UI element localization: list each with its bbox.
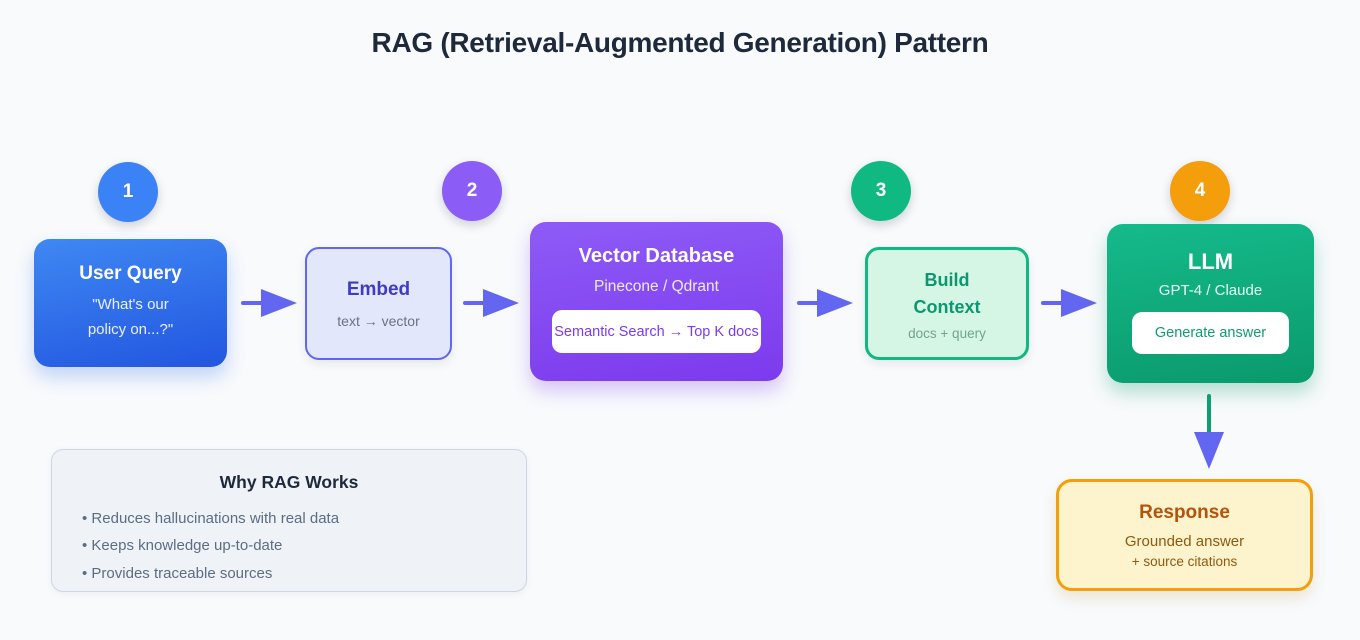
- bullet-item: Keeps knowledge up-to-date: [82, 532, 496, 559]
- step-badge-2: 2: [442, 161, 502, 221]
- arrow-head: [483, 289, 519, 317]
- step-number: 4: [1194, 180, 1206, 201]
- bullet-item: Reduces hallucinations with real data: [82, 505, 496, 532]
- node-build-context: Build Context docs + query: [865, 247, 1029, 360]
- step-badge-4: 4: [1170, 161, 1230, 221]
- node-title: Embed: [346, 278, 411, 300]
- node-subtitle: GPT-4 / Claude: [1158, 282, 1263, 299]
- node-response: Response Grounded answer + source citati…: [1056, 479, 1313, 591]
- step-badge-1: 1: [98, 162, 158, 222]
- node-llm: LLM GPT-4 / Claude Generate answer: [1107, 224, 1314, 383]
- node-subtitle: Pinecone / Qdrant: [594, 278, 719, 295]
- arrow-head: [1194, 432, 1224, 469]
- arrow-tail: [463, 301, 485, 305]
- page-title: RAG (Retrieval-Augmented Generation) Pat…: [371, 27, 989, 58]
- arrow-tail: [797, 301, 819, 305]
- node-vector-database: Vector Database Pinecone / Qdrant Semant…: [530, 222, 783, 381]
- node-title: User Query: [79, 263, 182, 285]
- arrow-head: [1061, 289, 1097, 317]
- arrow-tail: [241, 301, 263, 305]
- node-subtitle-line1: "What's our: [92, 296, 169, 314]
- arrow-right-icon: [463, 289, 519, 317]
- arrow-right-icon: [797, 289, 853, 317]
- node-subtitle-line2: + source citations: [1131, 553, 1238, 569]
- arrow-tail: [1041, 301, 1063, 305]
- node-subtitle: text → vector: [337, 312, 420, 329]
- arrow-tail: [1207, 394, 1211, 436]
- semantic-search-pill: Semantic Search → Top K docs: [552, 310, 761, 353]
- node-title: Response: [1139, 501, 1230, 523]
- step-number: 2: [466, 180, 478, 201]
- node-title-line1: Build: [924, 269, 970, 290]
- node-embed: Embed text → vector: [305, 247, 452, 360]
- step-number: 3: [875, 180, 887, 201]
- node-title: Vector Database: [578, 245, 735, 267]
- info-panel-why-rag-works: Why RAG Works Reduces hallucinations wit…: [51, 449, 527, 592]
- step-badge-3: 3: [851, 161, 911, 221]
- arrow-right-icon: [241, 289, 297, 317]
- node-subtitle-line2: policy on...?": [87, 321, 174, 338]
- arrow-head: [261, 289, 297, 317]
- node-title: LLM: [1187, 249, 1234, 274]
- info-panel-bullet-list: Reduces hallucinations with real data Ke…: [82, 505, 496, 587]
- bullet-item: Provides traceable sources: [82, 560, 496, 587]
- generate-answer-pill: Generate answer: [1132, 312, 1289, 354]
- arrow-head: [817, 289, 853, 317]
- node-subtitle-line1: Grounded answer: [1124, 532, 1245, 550]
- node-title-line2: Context: [913, 296, 981, 317]
- node-subtitle: docs + query: [908, 325, 986, 341]
- info-panel-title: Why RAG Works: [219, 472, 359, 492]
- arrow-right-icon: [1041, 289, 1097, 317]
- node-user-query: User Query "What's our policy on...?": [34, 239, 227, 367]
- arrow-down-icon: [1194, 394, 1224, 470]
- step-number: 1: [122, 181, 134, 202]
